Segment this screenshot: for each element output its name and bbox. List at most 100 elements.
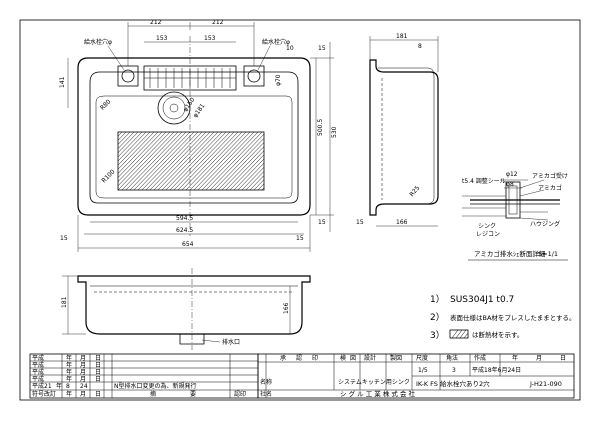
hatch-line bbox=[118, 132, 143, 158]
rev-5-era: 平成21 bbox=[32, 382, 52, 390]
tb-header-made: 作成 bbox=[474, 354, 486, 362]
rev-3-year: 年 bbox=[66, 368, 72, 376]
hatch-line bbox=[233, 158, 264, 190]
revision-table: 平成 年 月 日 平成 年 月 日 平成 年 月 日 平成 年 月 日 平成21… bbox=[29, 353, 259, 399]
detail-label-resin: レジコン bbox=[476, 231, 500, 238]
dim-overall-width: 654 bbox=[182, 241, 194, 248]
hatch-line bbox=[118, 132, 159, 174]
hatch-line bbox=[276, 130, 336, 192]
hatch-line bbox=[118, 132, 155, 170]
hatch-line bbox=[221, 146, 264, 190]
side-dim-small: 8 bbox=[418, 43, 422, 50]
hatch-line bbox=[181, 132, 239, 190]
hatch-line bbox=[125, 132, 183, 190]
tb-date-made: 平成18年6月24日 bbox=[472, 366, 521, 374]
faucet-hole-left-circle bbox=[121, 69, 135, 83]
drain-outlet-center bbox=[169, 103, 179, 113]
dim-edge-bottom: 15 bbox=[318, 219, 326, 226]
hatch-line bbox=[177, 132, 235, 190]
hatch-line bbox=[153, 132, 211, 190]
hatch-line bbox=[209, 133, 264, 190]
rev-2-day: 日 bbox=[95, 362, 101, 369]
rev-header-code: 符号改訂 bbox=[32, 390, 56, 398]
detail-view: t5.4 調整シール φ12 φ8 アミカゴ受け アミカゴ シンク レジコン ハ… bbox=[462, 171, 568, 261]
rev-5-year: 年 bbox=[56, 382, 62, 390]
dim-upper-left: 153 bbox=[156, 35, 168, 42]
rev-4-era: 平成 bbox=[32, 375, 44, 383]
tb-header-year: 年 bbox=[512, 354, 518, 362]
rev-4-month: 月 bbox=[80, 376, 86, 383]
hatch-line bbox=[118, 132, 171, 187]
hatch-line bbox=[237, 162, 264, 190]
label-hole-dia: φ70 bbox=[275, 74, 282, 86]
note-3-num: 3） bbox=[430, 330, 445, 341]
tb-header-scale: 尺度 bbox=[416, 354, 428, 362]
hatch-line bbox=[241, 166, 264, 190]
hatch-line bbox=[118, 132, 131, 145]
note-1-num: 1） bbox=[430, 294, 445, 305]
tb-projection-value: 3 bbox=[452, 367, 456, 374]
label-right-small: 10 bbox=[286, 45, 294, 52]
note-1-text: SUS304J1 t0.7 bbox=[450, 295, 514, 305]
label-corner-r2: R100 bbox=[100, 168, 116, 184]
rev-header-day: 日 bbox=[95, 391, 101, 398]
front-dim-depth: 166 bbox=[283, 302, 290, 314]
label-faucet-hole-left: 給水栓穴φ bbox=[84, 38, 112, 46]
detail-caption: アミカゴ排水ｼｪ断面詳細 bbox=[474, 249, 546, 258]
hatch-line bbox=[229, 154, 264, 190]
sink-bowl-contour bbox=[95, 95, 293, 199]
rev-4-year: 年 bbox=[66, 375, 72, 383]
hatch-line bbox=[193, 132, 251, 190]
hatch-line bbox=[157, 132, 215, 190]
dim-inner-width: 594.5 bbox=[176, 215, 193, 222]
hatch-line bbox=[213, 137, 264, 190]
front-label-drain: 排水口 bbox=[222, 338, 240, 346]
rev-3-day: 日 bbox=[95, 369, 101, 376]
hatch-line bbox=[245, 170, 264, 190]
side-dim-top: 181 bbox=[396, 33, 408, 40]
hatch-line bbox=[121, 132, 179, 190]
hatch-line bbox=[169, 132, 227, 190]
note-2-text: 表面仕様はBA材をプレスしたままとする。 bbox=[450, 313, 576, 322]
detail-label-dia8: φ8 bbox=[506, 181, 514, 188]
rev-header-stamp: 認印 bbox=[234, 390, 246, 398]
dim-edge-right: 15 bbox=[296, 235, 304, 242]
rev-3-era: 平成 bbox=[32, 368, 44, 376]
rev-5-month: 8 bbox=[66, 383, 70, 390]
hatch-line bbox=[149, 132, 207, 190]
hatch-line bbox=[118, 132, 135, 149]
tb-header-drawing: 図 bbox=[350, 355, 356, 362]
tb-company-name: シ グ ル 工 業 株 式 会 社 bbox=[340, 389, 416, 398]
tb-header-approve: 承 bbox=[280, 354, 286, 362]
hatch-line bbox=[118, 132, 139, 154]
rev-header-summary-2: 要 bbox=[190, 391, 196, 398]
faucet-hole-left bbox=[117, 65, 139, 87]
notes: 1） SUS304J1 t0.7 2） 表面仕様はBA材をプレスしたままとする。… bbox=[430, 294, 576, 341]
side-profile-inner bbox=[378, 67, 435, 205]
front-profile bbox=[77, 275, 311, 335]
rev-2-era: 平成 bbox=[32, 361, 44, 369]
hatch-line bbox=[253, 179, 264, 190]
dim-top-left: 212 bbox=[150, 19, 162, 26]
tb-name-label: 名称 bbox=[260, 378, 272, 386]
detail-label-basket-holder: アミカゴ受け bbox=[532, 172, 568, 180]
hatch-line bbox=[249, 175, 264, 190]
dim-upper-right: 153 bbox=[204, 35, 216, 42]
hatch-line bbox=[118, 132, 127, 141]
hatch-line bbox=[205, 132, 263, 190]
front-dim-height: 181 bbox=[61, 296, 68, 308]
hatch-line bbox=[133, 132, 191, 190]
detail-scale: S=1/1 bbox=[538, 250, 558, 258]
hatch-line bbox=[129, 132, 187, 190]
rev-header-month: 月 bbox=[80, 391, 86, 398]
hatch-line bbox=[165, 132, 223, 190]
rev-2-year: 年 bbox=[66, 361, 72, 369]
detail-label-basket: アミカゴ bbox=[538, 184, 562, 192]
hatch-line bbox=[257, 183, 264, 190]
detail-label-housing: ハウジング bbox=[530, 220, 560, 228]
hatch-line bbox=[118, 132, 163, 178]
hatch-line bbox=[201, 132, 259, 190]
hatch-line bbox=[137, 132, 195, 190]
tb-drawing-no: J-H21-090 bbox=[529, 380, 562, 388]
hatch-line bbox=[225, 150, 264, 190]
